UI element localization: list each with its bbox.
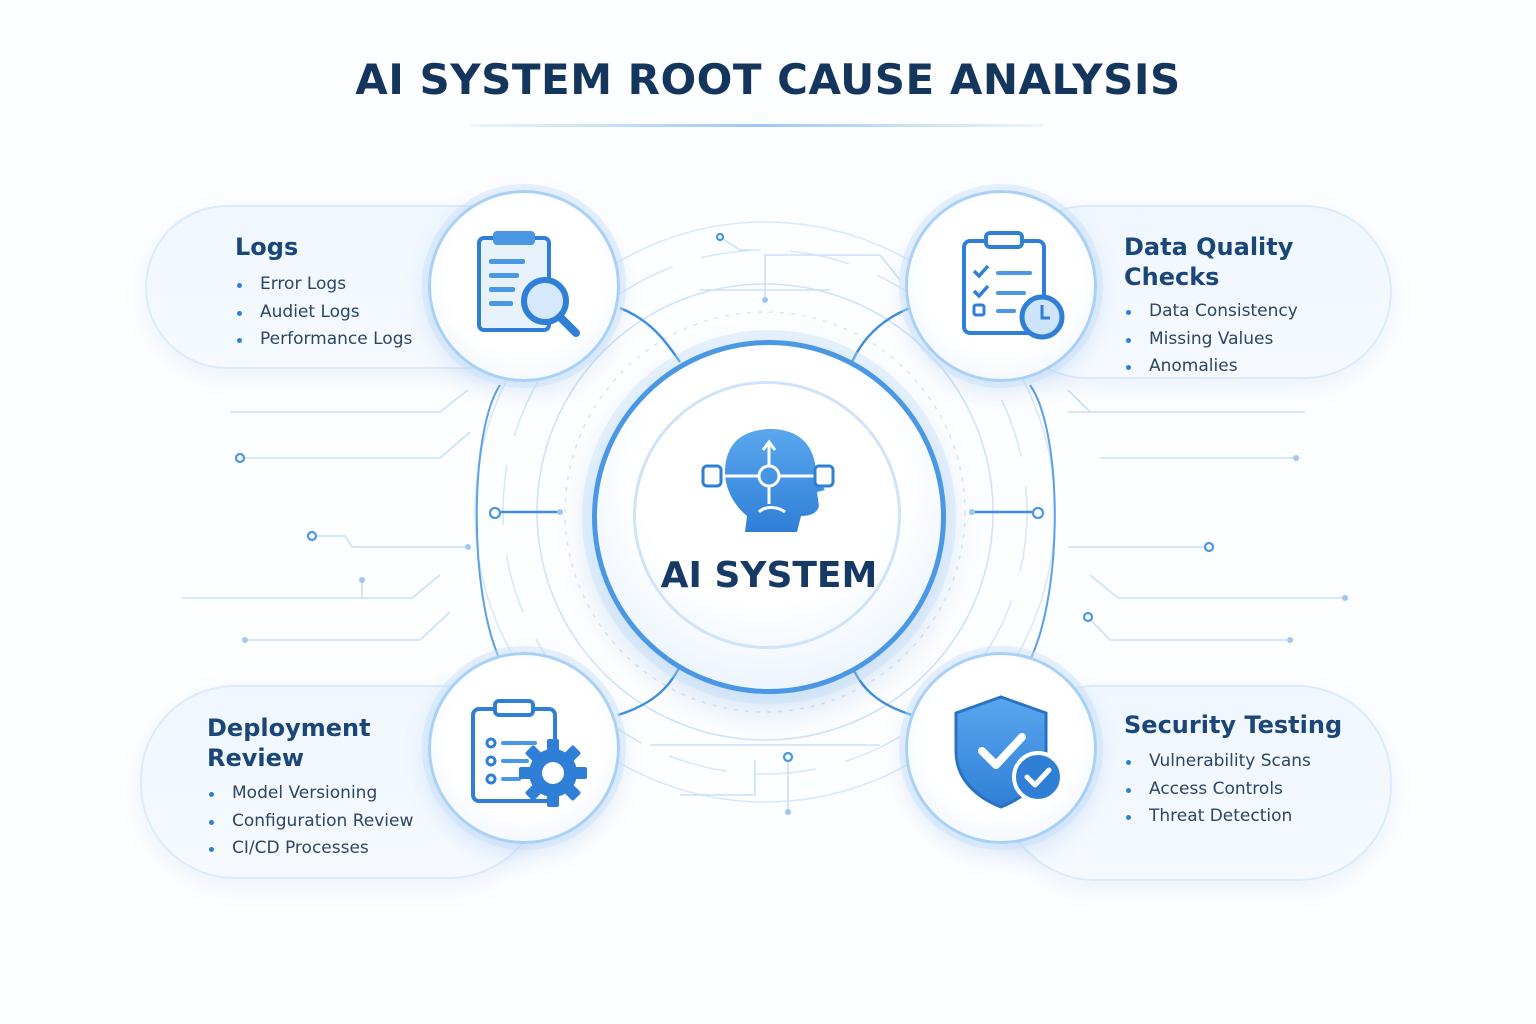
logs-list: Error Logs Audiet Logs Performance Logs xyxy=(235,271,412,354)
data-quality-title: Data Quality Checks xyxy=(1124,233,1294,291)
hub-label: AI SYSTEM xyxy=(660,555,878,596)
ai-system-hub: AI SYSTEM xyxy=(592,340,946,694)
list-item: Error Logs xyxy=(235,271,412,299)
security-title: Security Testing xyxy=(1124,711,1343,739)
logs-title: Logs xyxy=(235,233,299,261)
list-item: Audiet Logs xyxy=(235,299,412,327)
list-item: Vulnerability Scans xyxy=(1124,748,1311,776)
security-icon-circle xyxy=(905,652,1097,844)
list-item: Model Versioning xyxy=(207,780,413,808)
log-search-icon xyxy=(477,231,580,337)
list-item: Threat Detection xyxy=(1124,803,1311,831)
list-item: Performance Logs xyxy=(235,326,412,354)
logs-icon-circle xyxy=(428,190,620,382)
ai-head-icon xyxy=(701,429,835,532)
deployment-icon-circle xyxy=(428,652,620,844)
deployment-title: Deployment Review xyxy=(207,714,371,772)
data-quality-icon-circle xyxy=(905,190,1097,382)
checklist-gear-icon xyxy=(471,699,587,807)
checklist-clock-icon xyxy=(962,231,1065,340)
list-item: Data Consistency xyxy=(1124,298,1298,326)
data-quality-list: Data Consistency Missing Values Anomalie… xyxy=(1124,298,1298,381)
list-item: Anomalies xyxy=(1124,353,1298,381)
list-item: Access Controls xyxy=(1124,776,1311,804)
security-list: Vulnerability Scans Access Controls Thre… xyxy=(1124,748,1311,831)
page-title: AI SYSTEM ROOT CAUSE ANALYSIS xyxy=(355,55,1181,104)
shield-check-icon xyxy=(954,695,1064,809)
list-item: Missing Values xyxy=(1124,326,1298,354)
title-divider xyxy=(470,124,1043,127)
list-item: CI/CD Processes xyxy=(207,835,413,863)
list-item: Configuration Review xyxy=(207,808,413,836)
deployment-list: Model Versioning Configuration Review CI… xyxy=(207,780,413,863)
